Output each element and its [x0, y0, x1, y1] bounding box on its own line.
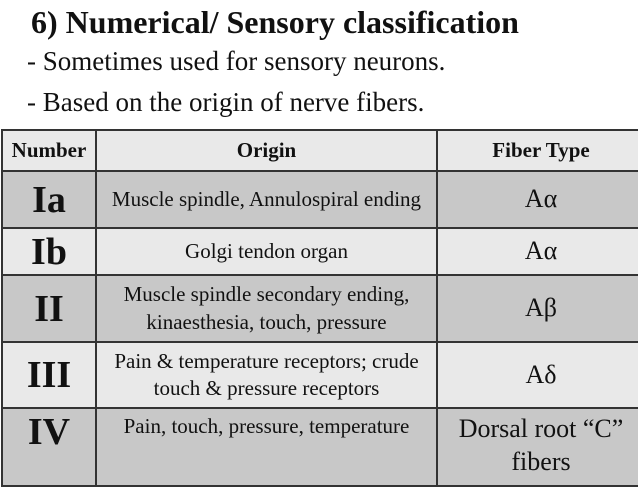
cell-origin: Golgi tendon organ — [95, 227, 438, 276]
table-header-row: Number Origin Fiber Type — [1, 129, 638, 172]
col-header-origin: Origin — [95, 129, 438, 172]
classification-table: Number Origin Fiber Type Ia Muscle spind… — [1, 129, 638, 487]
cell-fiber-type: Aδ — [436, 341, 638, 409]
bullet-line-2: - Based on the origin of nerve fibers. — [27, 87, 425, 117]
cell-origin: Pain & temperature receptors; crude touc… — [95, 341, 438, 409]
table-row-IV: IV Pain, touch, pressure, temperature Do… — [1, 407, 638, 487]
table-row-II: II Muscle spindle secondary ending, kina… — [1, 274, 638, 343]
table-row-III: III Pain & temperature receptors; crude … — [1, 341, 638, 409]
cell-fiber-type: Dorsal root “C” fibers — [436, 407, 638, 487]
cell-fiber-type: Aα — [436, 170, 638, 229]
cell-number: Ib — [1, 227, 97, 276]
cell-origin: Muscle spindle, Annulospiral ending — [95, 170, 438, 229]
cell-fiber-type: Aβ — [436, 274, 638, 343]
cell-origin: Pain, touch, pressure, temperature — [95, 407, 438, 487]
slide-title: 6) Numerical/ Sensory classification — [31, 4, 519, 40]
cell-number: IV — [1, 407, 97, 487]
bullet-line-1: - Sometimes used for sensory neurons. — [27, 46, 446, 76]
cell-number: Ia — [1, 170, 97, 229]
bullet-list: - Sometimes used for sensory neurons. - … — [27, 41, 445, 123]
cell-origin: Muscle spindle secondary ending, kinaest… — [95, 274, 438, 343]
table-row-Ib: Ib Golgi tendon organ Aα — [1, 227, 638, 276]
table-row-Ia: Ia Muscle spindle, Annulospiral ending A… — [1, 170, 638, 229]
cell-number: III — [1, 341, 97, 409]
col-header-fiber-type: Fiber Type — [436, 129, 638, 172]
cell-number: II — [1, 274, 97, 343]
col-header-number: Number — [1, 129, 97, 172]
cell-fiber-type: Aα — [436, 227, 638, 276]
